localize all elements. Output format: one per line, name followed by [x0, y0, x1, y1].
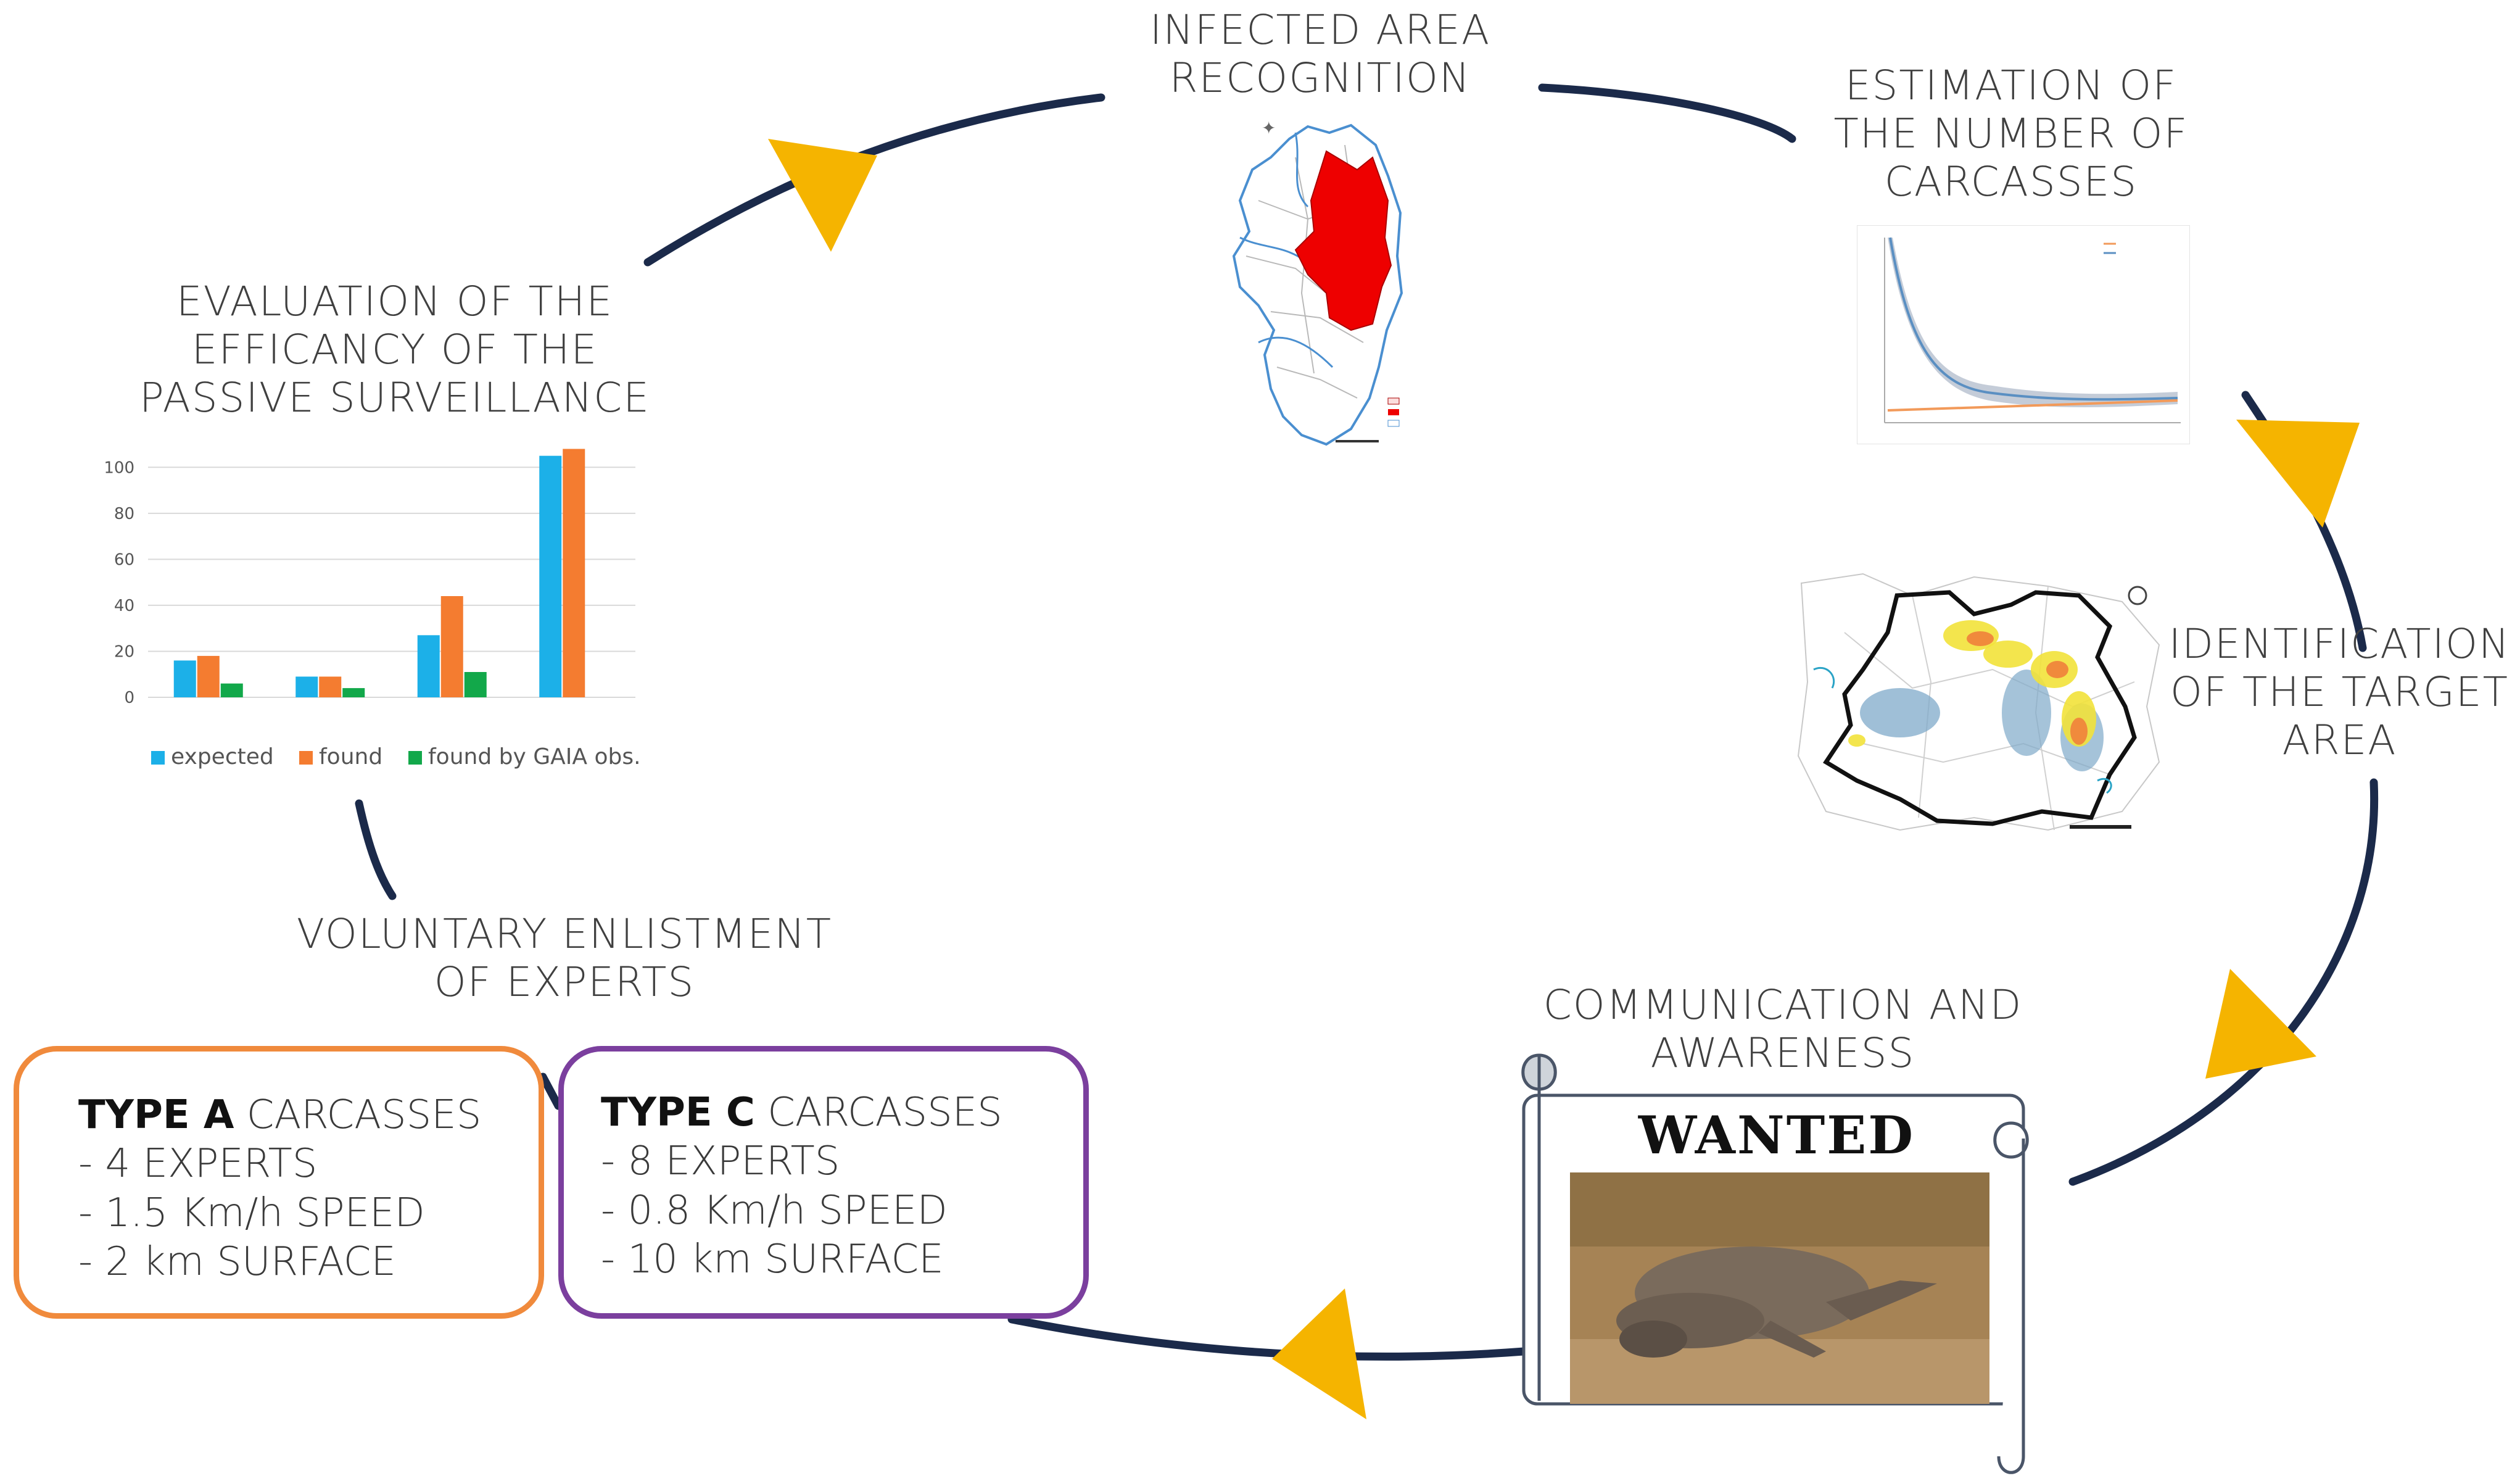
- chart-legend-label: found by GAIA obs.: [428, 744, 641, 770]
- label-line: EVALUATION OF THE: [176, 278, 614, 325]
- chart-y-tick-label: 20: [114, 642, 134, 661]
- label-line: THE NUMBER OF: [1833, 109, 2189, 157]
- type-a-title-bold: TYPE A: [78, 1092, 234, 1138]
- chart-bar: [539, 455, 562, 697]
- cycle-arc-left-stub: [539, 1072, 563, 1110]
- type-c-box: TYPE C CARCASSES - 8 EXPERTS - 0.8 Km/h …: [558, 1046, 1089, 1319]
- passive-surveillance-chart: 0 20 40 60 80 100 expected found found by GAIA …: [104, 449, 641, 770]
- chart-bar: [220, 683, 243, 697]
- cycle-arc-right-lower: [2068, 778, 2379, 1186]
- label-line: OF EXPERTS: [434, 958, 695, 1006]
- label-line: ESTIMATION OF: [1845, 62, 2178, 109]
- chart-bar: [197, 655, 220, 697]
- label-evaluation-passive-surveillance: EVALUATION OF THE EFFICANCY OF THE PASSI…: [111, 278, 679, 422]
- chart-bar: [417, 635, 440, 697]
- type-a-title-rest: CARCASSES: [234, 1092, 482, 1138]
- type-a-title: TYPE A CARCASSES: [78, 1091, 539, 1140]
- chart-bar: [440, 596, 463, 697]
- label-estimation-number-of-carcasses: ESTIMATION OF THE NUMBER OF CARCASSES: [1770, 62, 2252, 206]
- chart-y-tick-label: 100: [104, 458, 134, 477]
- cycle-arc-top-right: [1538, 83, 1796, 143]
- label-line: CARCASSES: [1884, 157, 2138, 205]
- label-infected-area-recognition: INFECTED AREA RECOGNITION: [1104, 6, 1536, 102]
- label-voluntary-enlistment: VOLUNTARY ENLISTMENT OF EXPERTS: [278, 910, 851, 1006]
- label-identification-target-area: IDENTIFICATION OF THE TARGET AREA: [2159, 620, 2520, 765]
- svg-text:✦: ✦: [1262, 118, 1276, 138]
- chart-bar: [342, 688, 365, 697]
- label-line: RECOGNITION: [1169, 54, 1471, 102]
- label-line: PASSIVE SURVEILLANCE: [139, 373, 650, 421]
- chart-legend-swatch: [408, 751, 422, 765]
- wanted-title: WANTED: [1638, 1105, 1915, 1166]
- chart-bar: [464, 672, 487, 697]
- chart-bar: [295, 676, 318, 697]
- chart-bar: [563, 449, 585, 697]
- label-line: VOLUNTARY ENLISTMENT: [296, 910, 833, 958]
- label-line: AWARENESS: [1650, 1029, 1915, 1077]
- arrow-head-bottom: [1272, 1288, 1366, 1419]
- cycle-arc-left: [355, 799, 397, 900]
- type-c-title-rest: CARCASSES: [754, 1090, 1002, 1135]
- type-a-speed: - 1.5 Km/h SPEED: [78, 1190, 425, 1236]
- arrow-head-right-upper: [2236, 420, 2360, 528]
- chart-legend-label: found: [319, 744, 382, 770]
- boar-photo: [1570, 1172, 1989, 1404]
- wanted-scroll: [1521, 1053, 2029, 1474]
- chart-y-tick-label: 40: [114, 597, 134, 615]
- chart-y-tick-label: 0: [124, 689, 134, 707]
- chart-bar: [173, 660, 196, 697]
- type-c-speed: - 0.8 Km/h SPEED: [601, 1187, 948, 1234]
- cycle-arc-top-left: [643, 93, 1105, 267]
- type-c-title: TYPE C CARCASSES: [601, 1089, 1083, 1137]
- arrow-head-right-lower: [2205, 969, 2316, 1079]
- cycle-arc-bottom: [1007, 1315, 1528, 1361]
- label-line: COMMUNICATION AND: [1543, 981, 2023, 1029]
- type-a-surface: - 2 km SURFACE: [78, 1239, 396, 1285]
- chart-legend-swatch: [299, 751, 313, 765]
- type-a-box: TYPE A CARCASSES - 4 EXPERTS - 1.5 Km/h …: [14, 1046, 544, 1319]
- chart-legend-swatch: [151, 751, 165, 765]
- label-line: IDENTIFICATION: [2168, 620, 2511, 668]
- chart-y-tick-label: 60: [114, 550, 134, 569]
- chart-legend-label: expected: [171, 744, 274, 770]
- type-a-experts: - 4 EXPERTS: [78, 1141, 318, 1187]
- target-area-map: [1789, 558, 2165, 836]
- label-line: OF THE TARGET: [2170, 668, 2509, 716]
- carcass-estimation-plot: [1857, 225, 2190, 444]
- type-c-experts: - 8 EXPERTS: [601, 1139, 840, 1185]
- chart-bar: [319, 676, 342, 697]
- label-line: INFECTED AREA: [1149, 6, 1491, 54]
- chart-y-tick-label: 80: [114, 505, 134, 523]
- label-communication-awareness: COMMUNICATION AND AWARENESS: [1505, 981, 2060, 1077]
- label-line: EFFICANCY OF THE: [191, 325, 598, 373]
- infected-area-map: ✦: [1232, 118, 1403, 446]
- arrow-head-top-left: [768, 139, 877, 252]
- type-c-surface: - 10 km SURFACE: [601, 1237, 944, 1283]
- type-c-title-bold: TYPE C: [601, 1090, 755, 1135]
- label-line: AREA: [2282, 716, 2397, 764]
